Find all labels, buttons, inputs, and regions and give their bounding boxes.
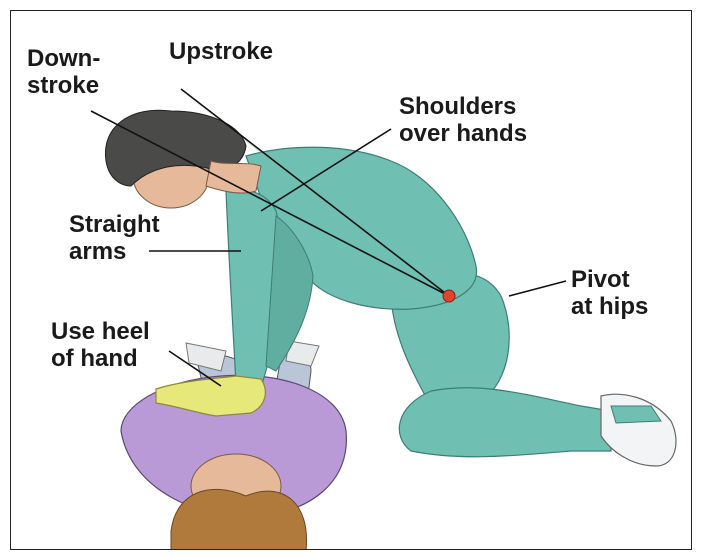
label-shoulders-over-hands: Shoulders over hands: [399, 93, 527, 147]
diagram-frame: Down- stroke Upstroke Shoulders over han…: [10, 10, 692, 550]
label-straight-arms: Straight arms: [69, 211, 160, 265]
label-downstroke: Down- stroke: [27, 45, 100, 99]
label-pivot-at-hips: Pivot at hips: [571, 266, 648, 320]
label-upstroke: Upstroke: [169, 38, 273, 65]
label-use-heel-of-hand: Use heel of hand: [51, 318, 150, 372]
pivot-marker-icon: [443, 290, 455, 302]
victim-hair: [171, 489, 307, 550]
